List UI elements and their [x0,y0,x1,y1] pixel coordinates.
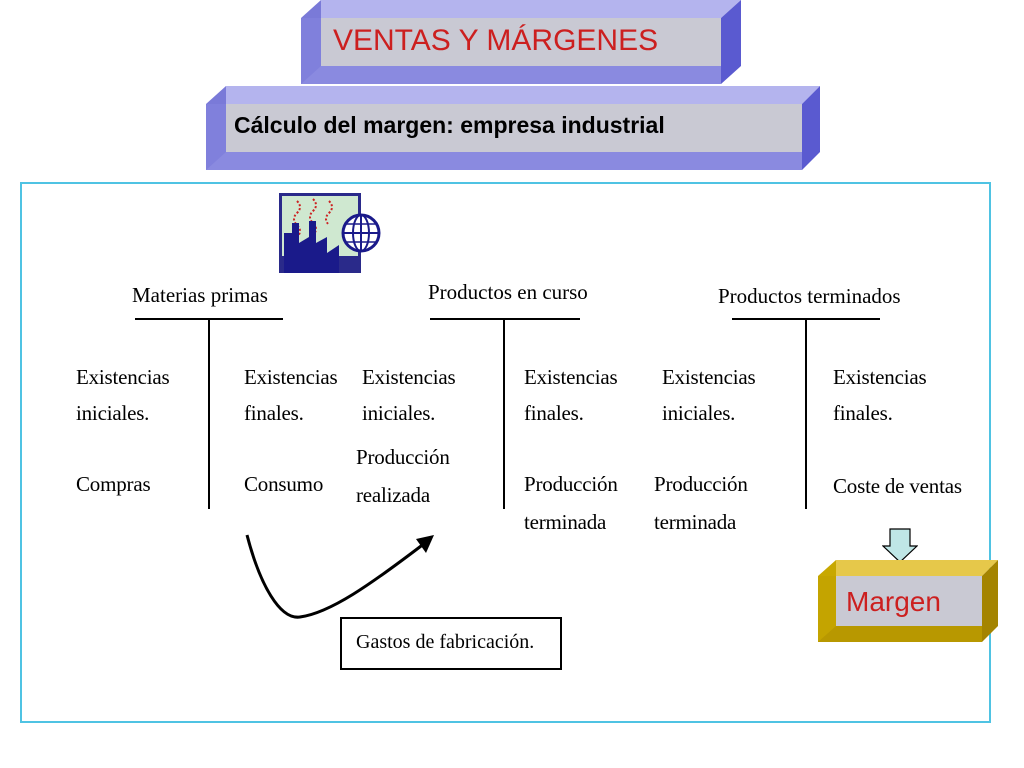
account-text: iniciales. [662,401,736,425]
account-text: terminada [654,510,737,534]
account-text: terminada [524,510,607,534]
t-account-divider [805,319,807,509]
margin-label: Margen [846,586,941,617]
account-text: iniciales. [76,401,150,425]
account-text: finales. [244,401,304,425]
page-title: VENTAS Y MÁRGENES [333,24,659,57]
account-text: Existencias [244,365,338,389]
margin-box: Margen [818,560,998,642]
account-text: finales. [833,401,893,425]
account-text: Existencias [362,365,456,389]
account-header-productos-en-curso: Productos en curso [428,280,588,304]
account-header-materias-primas: Materias primas [132,283,268,307]
account-text: Producción [356,445,450,469]
content-frame [20,182,991,723]
curved-arrow-icon [245,534,434,619]
title-box: VENTAS Y MÁRGENES [301,0,741,84]
account-text: Existencias [76,365,170,389]
account-text: finales. [524,401,584,425]
account-text: iniciales. [362,401,436,425]
gastos-fabricacion-box: Gastos de fabricación. [340,617,562,670]
t-account-divider [208,319,210,509]
account-header-productos-terminados: Productos terminados [718,284,901,308]
account-text: Consumo [244,472,324,496]
factory-globe-icon [279,193,383,273]
account-text: Existencias [833,365,927,389]
account-text: Coste de ventas [833,474,962,498]
down-arrow-icon [882,528,918,563]
subtitle-box: Cálculo del margen: empresa industrial [206,86,820,170]
account-text: realizada [356,483,430,507]
subtitle-box-shape [206,86,820,170]
margin-box-shape [818,560,998,642]
account-text: Existencias [662,365,756,389]
gastos-fabricacion-label: Gastos de fabricación. [356,631,535,653]
t-account-divider [503,319,505,509]
subtitle: Cálculo del margen: empresa industrial [234,112,665,138]
t-account-top-line [430,318,580,320]
account-text: Producción [524,472,618,496]
account-text: Producción [654,472,748,496]
title-box-shape [301,0,741,84]
account-text: Existencias [524,365,618,389]
account-text: Compras [76,472,151,496]
